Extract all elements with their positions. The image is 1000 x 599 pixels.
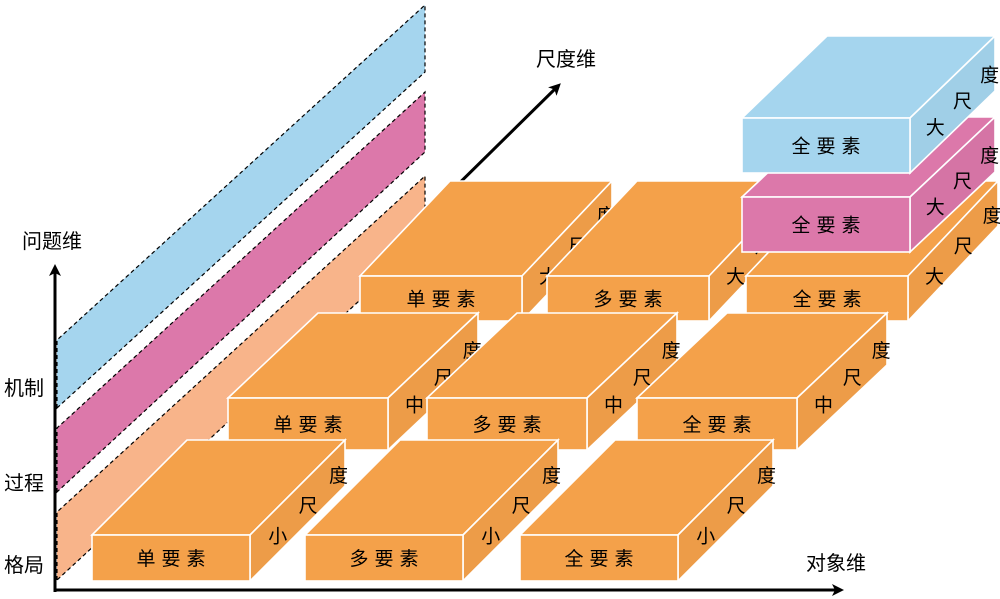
block-scale-char: 度: [329, 465, 348, 487]
block-scale-char: 大: [925, 266, 944, 288]
block-element-label: 全 要 素: [682, 414, 751, 436]
block-element-label: 全 要 素: [791, 215, 860, 237]
block-scale-char: 大: [926, 117, 945, 139]
block-front-face: [91, 534, 251, 582]
block-scale-char: 尺: [727, 495, 746, 517]
block-front-face: [519, 534, 679, 582]
block-scale-char: 大: [726, 266, 745, 288]
block-element-label: 单 要 素: [273, 414, 342, 436]
object-axis-label: 对象维: [806, 551, 866, 575]
block-scale-char: 尺: [299, 495, 318, 517]
level-process-label: 过程: [4, 471, 44, 495]
block-scale-char: 尺: [953, 91, 972, 113]
block-element-label: 全 要 素: [791, 136, 860, 158]
block-element-label: 全 要 素: [564, 548, 633, 570]
block-scale-char: 小: [481, 526, 500, 548]
block-scale-char: 度: [757, 465, 776, 487]
block-scale-char: 度: [872, 340, 891, 362]
block-scale-char: 中: [604, 394, 623, 416]
block-scale-char: 度: [542, 465, 561, 487]
block-element-label: 单 要 素: [136, 548, 205, 570]
block-small-1: 单 要 素 小尺度: [90, 438, 348, 583]
block-scale-char: 中: [814, 394, 833, 416]
level-pattern-label: 格局: [4, 553, 44, 577]
scale-axis-label: 尺度维: [536, 47, 596, 71]
block-front-face: [741, 117, 911, 174]
problem-axis-label: 问题维: [22, 229, 82, 253]
block-front-face: [304, 534, 464, 582]
block-scale-char: 度: [983, 205, 1000, 227]
level-mechanism-label: 机制: [4, 376, 44, 400]
block-element-label: 单 要 素: [406, 289, 475, 311]
plane-mechanism: [56, 3, 426, 410]
block-scale-char: 尺: [953, 171, 972, 193]
block-scale-char: 尺: [954, 236, 973, 258]
block-scale-char: 大: [926, 196, 945, 218]
block-scale-char: 中: [405, 394, 424, 416]
block-front-face: [741, 196, 911, 253]
block-element-label: 多 要 素: [349, 548, 418, 570]
block-scale-char: 度: [980, 145, 999, 167]
block-element-label: 多 要 素: [593, 289, 662, 311]
block-scale-char: 度: [662, 340, 681, 362]
block-scale-char: 尺: [512, 495, 531, 517]
plane-process: [56, 90, 426, 494]
block-scale-char: 度: [980, 64, 999, 86]
block-scale-char: 小: [268, 526, 287, 548]
block-scale-char: 尺: [633, 367, 652, 389]
block-scale-char: 尺: [843, 367, 862, 389]
block-scale-char: 小: [696, 526, 715, 548]
block-element-label: 全 要 素: [792, 289, 861, 311]
block-element-label: 多 要 素: [472, 414, 541, 436]
